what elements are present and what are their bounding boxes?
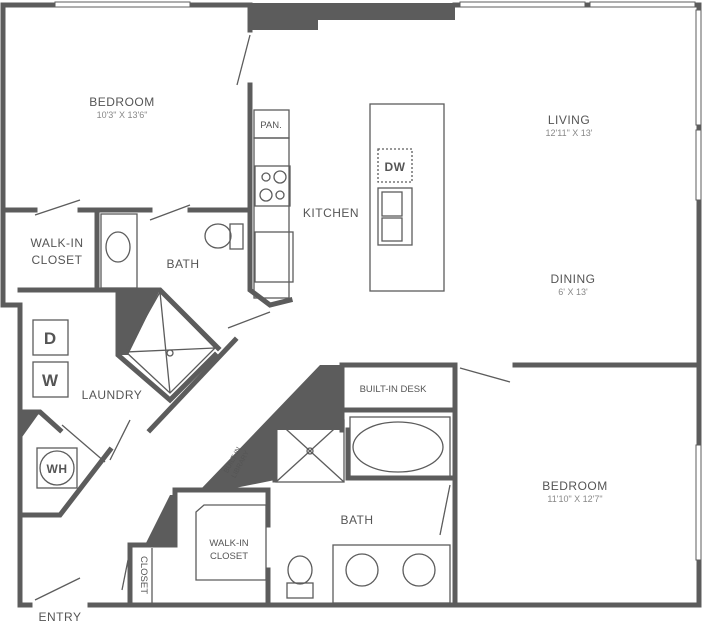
dryer: [32, 319, 69, 356]
walkin-closet-label: CLOSET: [31, 253, 82, 267]
stove-icon: [254, 165, 291, 207]
kitchen-top-wall-block: [250, 3, 455, 30]
door: [109, 419, 131, 461]
washer: [32, 361, 69, 398]
bath-label: BATH: [340, 513, 373, 527]
dishwasher-label: DW: [385, 160, 406, 174]
shower-corner-block: [118, 290, 160, 355]
water-heater-icon: [36, 447, 78, 489]
bedroom-label: BEDROOM: [89, 95, 155, 109]
wh-corner-block: [20, 412, 40, 440]
kitchen-label: KITCHEN: [303, 206, 359, 220]
interior-wall: [146, 336, 239, 434]
toilet-icon: [204, 223, 244, 250]
window: [695, 9, 702, 126]
interior-wall: [17, 446, 114, 518]
door: [227, 311, 271, 329]
walkin-closet-label: WALK-IN: [209, 538, 248, 549]
interior-wall: [339, 362, 458, 608]
laundry-label: LAUNDRY: [82, 388, 143, 402]
built-in-desk-label: BUILT-IN DESK: [360, 384, 428, 395]
closet-corner-block: [145, 495, 175, 545]
shower-icon: [275, 419, 345, 483]
door: [459, 367, 511, 383]
exterior-wall: [0, 2, 33, 608]
pantry-label: PAN.: [260, 120, 281, 131]
bathtub-icon: [349, 416, 451, 478]
living-label: LIVING: [548, 113, 590, 127]
water-heater-label: WH: [47, 462, 68, 476]
closet-shelf: [195, 504, 267, 581]
interior-wall: [57, 287, 222, 352]
shower-icon: [125, 290, 216, 394]
door: [121, 559, 129, 591]
door: [236, 34, 251, 86]
washer-label: W: [42, 371, 59, 390]
kitchen-island: [369, 103, 445, 292]
fridge: [254, 231, 294, 283]
toilet-icon: [286, 555, 314, 599]
door: [61, 424, 106, 463]
window: [695, 444, 702, 561]
closet-label: CLOSET: [138, 556, 149, 594]
window: [695, 129, 702, 201]
sink-icon: [402, 553, 436, 587]
library-wall-block: [200, 365, 342, 490]
kitchen-sink-icon: [377, 187, 413, 246]
window: [54, 1, 191, 8]
walkin-closet-label: CLOSET: [210, 551, 248, 562]
bedroom-label: BEDROOM: [542, 479, 608, 493]
bedroom-dims: 10'3" X 13'6": [97, 110, 148, 120]
door: [439, 484, 451, 536]
window: [459, 1, 586, 8]
dining-dims: 6' X 13': [558, 287, 588, 297]
door: [34, 577, 81, 601]
double-vanity: [332, 544, 451, 604]
interior-wall: [345, 427, 458, 481]
door: [34, 199, 81, 216]
door: [149, 204, 191, 221]
dishwasher: [377, 148, 413, 183]
dryer-label: D: [44, 329, 56, 348]
sink-icon: [345, 553, 379, 587]
counter: [253, 137, 290, 299]
interior-wall: [17, 207, 100, 293]
interior-wall: [172, 487, 271, 528]
bedroom-dims: 11'10" X 12'7": [547, 494, 602, 504]
interior-wall: [127, 487, 178, 608]
bath-label: BATH: [166, 257, 199, 271]
interior-wall: [17, 409, 64, 434]
exterior-wall: [87, 2, 702, 608]
living-dims: 12'11" X 13': [546, 128, 593, 138]
dining-label: DINING: [551, 272, 596, 286]
window: [589, 1, 696, 8]
entry-label: ENTRY: [39, 610, 82, 622]
walkin-closet-label: WALK-IN: [30, 236, 83, 250]
sink-icon: [105, 231, 131, 263]
interior-wall: [115, 287, 219, 404]
vanity: [100, 213, 138, 289]
